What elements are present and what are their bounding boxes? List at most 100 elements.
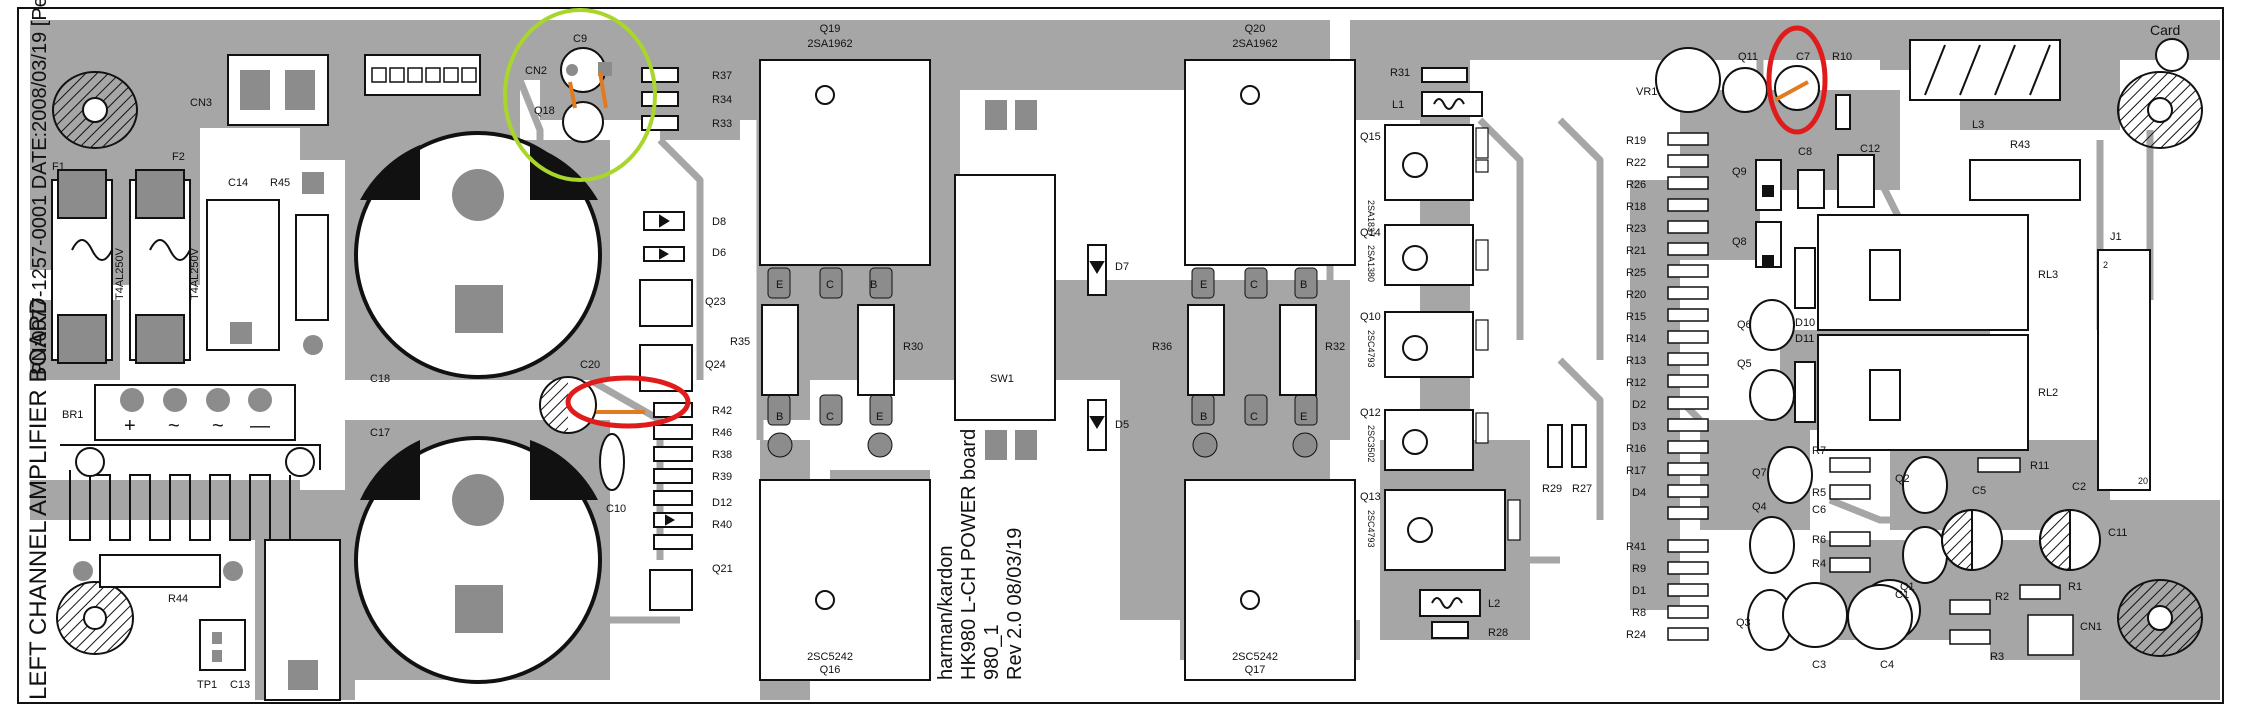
label-q16-type: 2SC5242 [807,651,853,663]
label-vr1: VR1 [1636,86,1657,98]
label-q19: Q19 [820,23,841,35]
driver-pins [1475,127,1521,541]
label-c9: C9 [573,33,587,45]
r29-r27 [1547,424,1587,468]
label-fuse2: T4AL250V [189,247,201,300]
label-r46: R46 [712,427,732,439]
label-r20: R20 [1626,289,1646,301]
label-pin20: 20 [2138,476,2148,486]
label-q14-type: 2SA1380 [1366,245,1376,282]
label-q12: Q12 [1360,407,1381,419]
label-c11: C11 [2108,527,2127,539]
pin-label-b-2: B [776,411,783,423]
label-r40: R40 [712,519,732,531]
silk-line-1: harman/kardon [935,545,957,680]
d8-d6-q23-q24 [639,211,693,392]
d10-d11 [1794,247,1816,423]
silk-line-4: Rev 2.0 08/03/19 [1004,528,1026,680]
label-c18: C18 [370,373,390,385]
left-labels: CN3 CN2 C9 Q18 R37 R34 R33 F1 F2 C14 R45… [52,33,733,691]
label-r17: R17 [1626,465,1646,477]
label-r29: R29 [1542,483,1562,495]
label-q16: Q16 [820,664,841,676]
silk-line-2: HK980 L-CH POWER board [958,429,980,680]
label-r3: R3 [1990,651,2004,663]
label-c1: C1 [1895,589,1909,601]
pin-label-c-1: C [826,279,834,291]
output-transistor-labels: Q19 2SA1962 Q20 2SA1962 2SC5242 Q16 2SC5… [807,23,1278,676]
label-c5: C5 [1972,485,1986,497]
label-q3: Q3 [1736,617,1751,629]
label-c8: C8 [1798,146,1812,158]
label-q15: Q15 [1360,131,1381,143]
label-l3: L3 [1972,119,1984,131]
label-r9: R9 [1632,563,1646,575]
label-c2: C2 [2072,481,2086,493]
label-fuse1: T4AL250V [114,247,126,300]
label-r42: R42 [712,405,732,417]
output-transistors [759,59,1356,681]
driver-transistor-holes [1402,152,1433,543]
right-middle-labels: R31 L1 R29 R27 L2 R28 VR1 Q11 C7 R10 L3 … [1390,51,2030,639]
label-q5: Q5 [1737,358,1752,370]
pin-label-c-4: C [1250,411,1258,423]
small-transistors [1747,299,1948,651]
heatsink [60,444,321,541]
pin-label-b-4: B [1200,411,1207,423]
label-c14: C14 [228,177,248,189]
emitter-resistors [761,304,1317,396]
label-tilde-1: ~ [168,415,180,437]
label-r31: R31 [1390,67,1410,79]
label-r33: R33 [712,118,732,130]
label-r45: R45 [270,177,290,189]
label-d4: D4 [1632,487,1646,499]
driver-transistor-labels: Q15 2SA1837 Q14 2SA1380 Q10 2SC4793 Q12 … [1360,131,1381,548]
label-d11: D11 [1795,333,1814,345]
label-pin2: 2 [2103,260,2108,270]
label-r41: R41 [1626,541,1646,553]
label-l1: L1 [1392,99,1404,111]
label-d1: D1 [1632,585,1646,597]
label-r26: R26 [1626,179,1646,191]
label-r14: R14 [1626,333,1646,345]
green-highlight-q18 [503,8,657,182]
label-r15: R15 [1626,311,1646,323]
connector-tp1 [199,619,246,671]
right-labels: Q6 Q5 D10 D11 Q7 Q4 Q3 R7 R5 C6 R6 R4 Q2… [1736,231,2148,671]
q18-area [560,47,612,143]
label-d12: D12 [712,497,732,509]
red-highlight-c7 [1766,25,1828,135]
resistors-r37-r34-r33 [641,67,679,131]
label-r13: R13 [1626,355,1646,367]
label-d7: D7 [1115,261,1129,273]
label-d5: D5 [1115,419,1129,431]
label-r7: R7 [1812,445,1826,457]
label-q24: Q24 [705,359,726,371]
label-r39: R39 [712,471,732,483]
label-q15-type: 2SA1837 [1366,200,1376,237]
r31-l1 [1421,67,1483,117]
label-cn1: CN1 [2080,621,2102,633]
top-right-components [1655,39,2081,268]
label-c3: C3 [1812,659,1826,671]
label-c12: C12 [1860,143,1880,155]
label-q10-type: 2SC4793 [1366,330,1376,368]
pin-label-e-1: E [776,279,783,291]
label-r16: R16 [1626,443,1646,455]
label-br1: BR1 [62,409,83,421]
label-r44: R44 [168,593,188,605]
label-r23: R23 [1626,223,1646,235]
label-cn3: CN3 [190,97,212,109]
label-q21: Q21 [712,563,733,575]
label-r24: R24 [1626,629,1646,641]
label-q13-type: 2SC4793 [1366,510,1376,548]
driver-transistors [1384,124,1506,571]
switch-sw1 [954,100,1056,460]
label-tilde-2: ~ [212,415,224,437]
label-sw1: SW1 [990,373,1014,385]
label-l2: L2 [1488,598,1500,610]
mounting-holes [52,38,2203,657]
label-r11: R11 [2030,460,2049,472]
label-q6: Q6 [1737,319,1752,331]
label-tp1: TP1 [197,679,217,691]
